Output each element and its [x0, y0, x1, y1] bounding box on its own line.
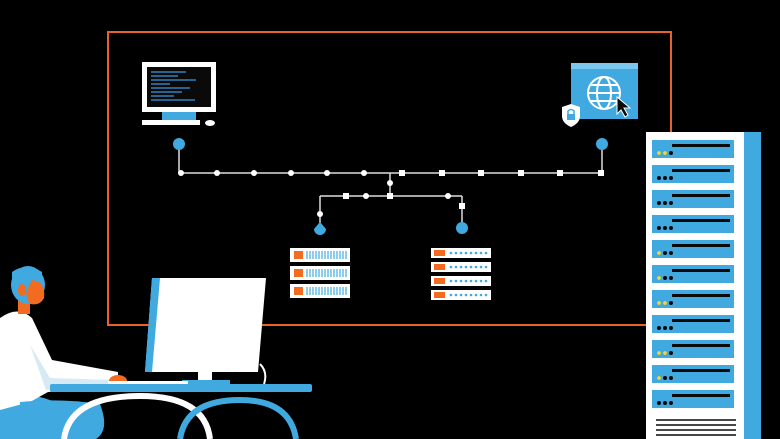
- keyboard: [108, 381, 188, 386]
- network-node: [387, 180, 393, 186]
- person-at-desk: [0, 266, 127, 439]
- network-node: [214, 170, 220, 176]
- rack-unit: [652, 165, 734, 183]
- network-node: [178, 170, 184, 176]
- server-unit: [431, 276, 491, 286]
- rack-unit: [652, 290, 734, 308]
- lock-shield-icon: [562, 104, 580, 127]
- network-node: [317, 211, 323, 217]
- network-node: [557, 170, 563, 176]
- rack-unit: [652, 215, 734, 233]
- server-rack: [646, 132, 761, 439]
- rack-unit: [652, 390, 734, 408]
- network-node: [439, 170, 445, 176]
- network-node: [363, 193, 369, 199]
- network-node: [361, 170, 367, 176]
- beard: [26, 280, 45, 305]
- network-node: [251, 170, 257, 176]
- network-node: [478, 170, 484, 176]
- server-unit: [290, 266, 350, 280]
- rack-unit: [652, 340, 734, 358]
- network-node: [399, 170, 405, 176]
- rack-unit: [652, 265, 734, 283]
- network-node: [387, 193, 393, 199]
- pin-server-right: [456, 222, 468, 234]
- pin-web: [596, 138, 608, 150]
- cursor-arrow-icon: [616, 95, 632, 118]
- network-node: [324, 170, 330, 176]
- network-node: [598, 170, 604, 176]
- connection-pins: [173, 138, 608, 235]
- server-stack-right: [431, 248, 491, 300]
- network-node: [288, 170, 294, 176]
- pin-workstation: [173, 138, 185, 150]
- pin-server-left: [314, 222, 326, 235]
- desk-workstation: [50, 278, 312, 439]
- server-unit: [431, 262, 491, 272]
- network-node: [343, 193, 349, 199]
- server-unit: [290, 248, 350, 262]
- network-node: [459, 203, 465, 209]
- desk-monitor: [145, 278, 266, 372]
- server-unit: [431, 248, 491, 258]
- rack-unit: [652, 315, 734, 333]
- rack-unit: [652, 365, 734, 383]
- torso: [0, 311, 118, 410]
- server-stack-left: [290, 248, 350, 298]
- network-nodes: [178, 170, 604, 217]
- server-unit: [431, 290, 491, 300]
- rack-unit: [652, 190, 734, 208]
- network-node: [445, 193, 451, 199]
- server-unit: [290, 284, 350, 298]
- globe-icon: [571, 63, 638, 119]
- monitor-icon: [142, 62, 216, 126]
- rack-unit: [652, 240, 734, 258]
- rack-unit: [652, 140, 734, 158]
- desk-top: [50, 384, 312, 392]
- network-node: [518, 170, 524, 176]
